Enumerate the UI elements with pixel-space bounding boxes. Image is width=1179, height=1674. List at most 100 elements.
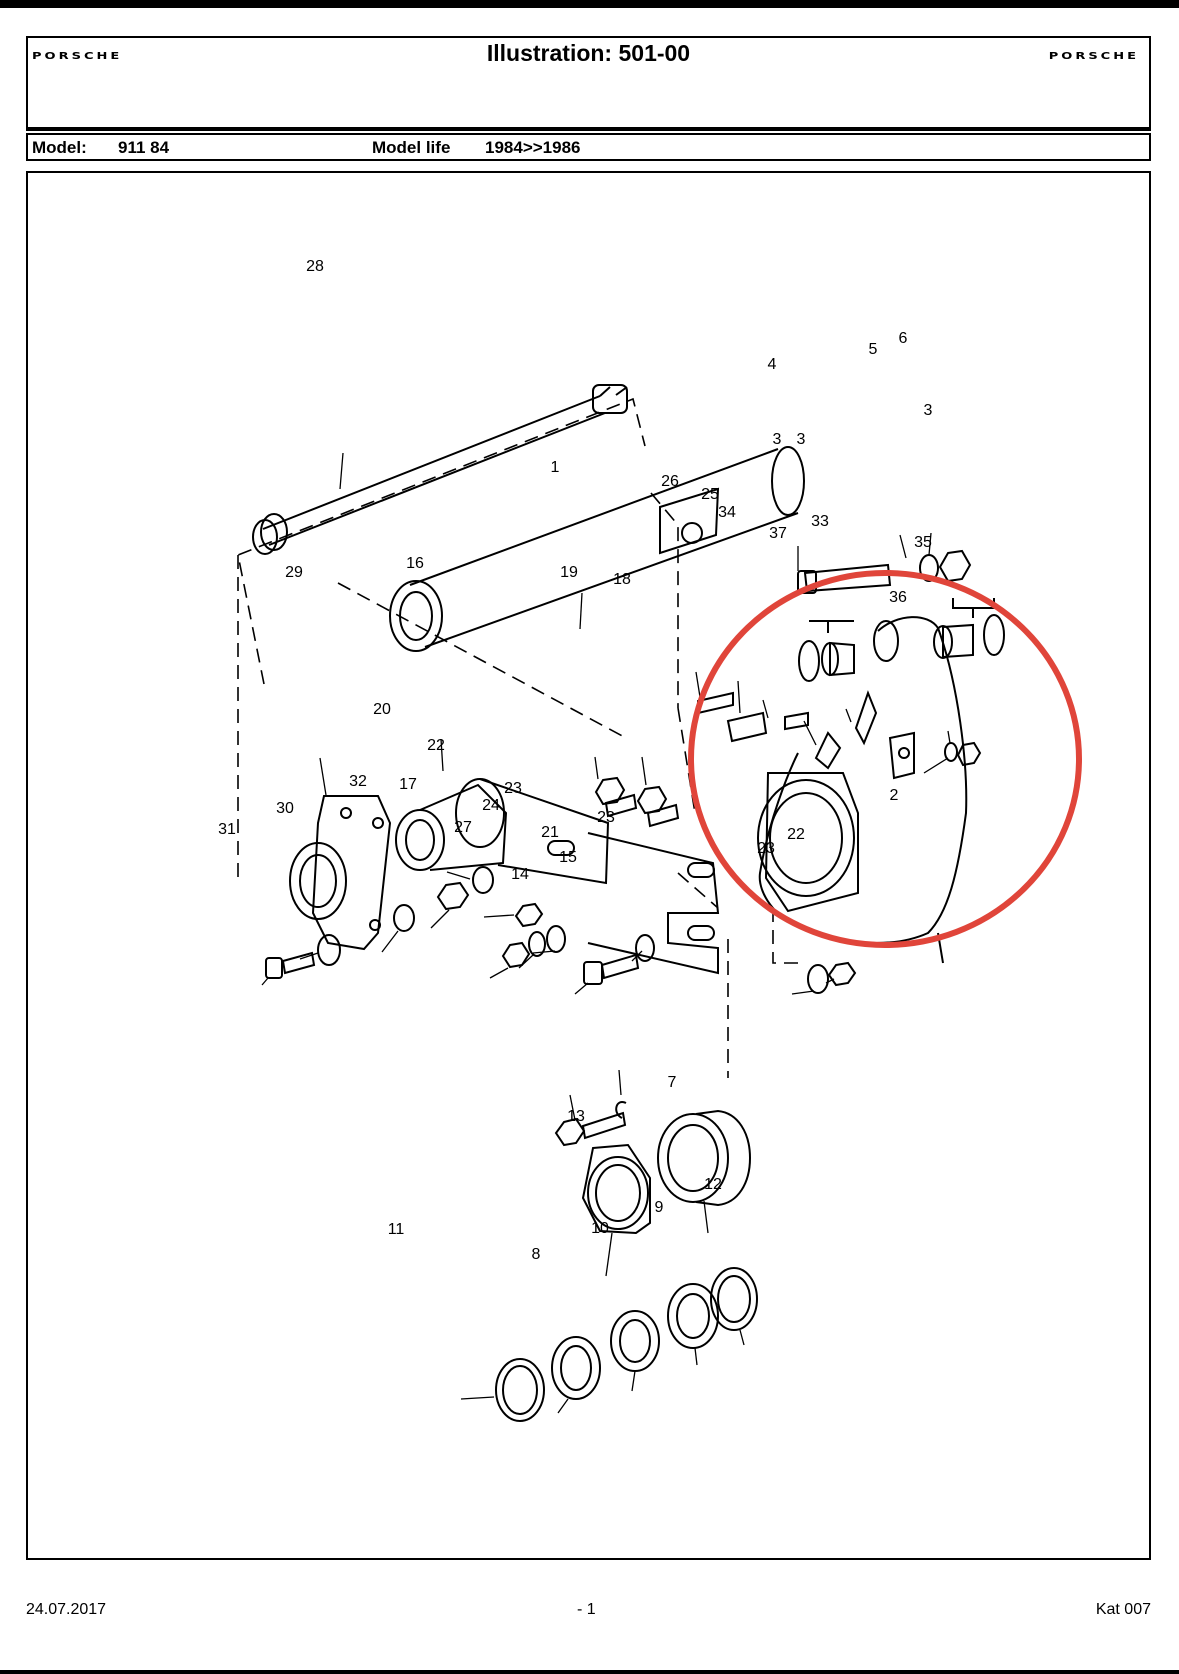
callout-4: 4 (768, 356, 777, 373)
part-23b-washer (635, 934, 655, 962)
model-life-label: Model life (372, 138, 451, 157)
part-19-bolt (604, 793, 638, 818)
part-8-bearing (551, 1336, 601, 1400)
part-11-ring (495, 1358, 545, 1422)
brand-logo-right: PORSCHE (1048, 50, 1139, 63)
callout-19: 19 (560, 564, 578, 581)
callout-31: 31 (218, 821, 236, 838)
callout-37: 37 (769, 525, 787, 542)
part-15-clip (615, 1101, 627, 1119)
part-31-bolt (281, 951, 316, 975)
part-37-clip (814, 731, 842, 770)
part-22b-nut (827, 961, 857, 987)
callout-23: 23 (504, 780, 522, 797)
callout-23: 23 (757, 840, 775, 857)
top-border (0, 0, 1179, 8)
part-23c-washer (807, 964, 829, 994)
callout-17: 17 (399, 776, 417, 793)
callout-22: 22 (787, 826, 805, 843)
callout-14: 14 (511, 866, 529, 883)
callout-33: 33 (811, 513, 829, 530)
callout-1: 1 (551, 459, 560, 476)
callout-6: 6 (899, 330, 908, 347)
header-rule (26, 127, 1151, 131)
part-12-ring (710, 1267, 758, 1331)
callout-3: 3 (797, 431, 806, 448)
part-7-bearing (657, 1109, 752, 1207)
bottom-border (0, 1670, 1179, 1674)
assembly-guide-lines (237, 397, 798, 1078)
callout-18: 18 (613, 571, 631, 588)
part-18-bolt (646, 803, 680, 828)
part-27-nut (501, 941, 531, 969)
model-value: 911 84 (118, 138, 170, 157)
callout-3: 3 (773, 431, 782, 448)
part-31-bolt-head (265, 957, 283, 979)
callout-35: 35 (914, 534, 932, 551)
part-21-bolt-head (583, 961, 603, 985)
callout-12: 12 (704, 1176, 722, 1193)
callout-8: 8 (532, 1246, 541, 1263)
callout-25: 25 (701, 486, 719, 503)
part-14-bolt (581, 1111, 627, 1140)
part-20-washer (472, 866, 494, 894)
callout-3: 3 (924, 402, 933, 419)
part-1-tube (389, 446, 805, 652)
part-33-bracket (854, 690, 878, 746)
part-2-trailing-arm (757, 616, 968, 964)
part-22-nut (514, 902, 544, 928)
callout-7: 7 (668, 1074, 677, 1091)
callout-16: 16 (406, 555, 424, 572)
page-header: PORSCHE Illustration: 501-00 PORSCHE (26, 36, 1151, 131)
page-title: Illustration: 501-00 (486, 40, 691, 66)
part-36-washer (944, 742, 958, 762)
highlight-circle (688, 570, 1082, 948)
brand-logo-left: PORSCHE (32, 50, 123, 63)
model-bar: Model: 911 84 Model life 1984>>1986 (26, 133, 1151, 161)
part-23-washer (546, 925, 566, 953)
part-18-bolt-head (636, 785, 668, 815)
callout-23: 23 (597, 809, 615, 826)
callout-5: 5 (869, 341, 878, 358)
callout-2: 2 (890, 787, 899, 804)
callout-21: 21 (541, 824, 559, 841)
callout-27: 27 (454, 819, 472, 836)
part-14-bolt-head (554, 1117, 586, 1147)
part-24-washer (528, 931, 546, 957)
part-17-nut (436, 881, 470, 911)
callout-10: 10 (591, 1220, 609, 1237)
callout-9: 9 (655, 1199, 664, 1216)
callout-11: 11 (388, 1221, 405, 1238)
part-6-nut (938, 549, 972, 583)
callout-30: 30 (276, 800, 294, 817)
footer-catalog: Kat 007 (1095, 1601, 1151, 1618)
callout-24: 24 (482, 797, 500, 814)
callout-15: 15 (559, 849, 577, 866)
leader-lines (261, 452, 951, 1414)
part-34-screw (784, 711, 809, 731)
callout-13: 13 (567, 1108, 585, 1125)
callout-22: 22 (427, 737, 445, 754)
callout-34: 34 (718, 504, 736, 521)
model-label: Model: (32, 138, 87, 157)
part-30-washer (317, 934, 341, 966)
part-9-bearing (667, 1283, 719, 1349)
callout-36: 36 (889, 589, 907, 606)
part-25-screw (726, 711, 768, 743)
callout-32: 32 (349, 773, 367, 790)
part-29-cover (289, 795, 392, 951)
part-35-nut (956, 741, 982, 767)
part-19-bolt-head (594, 776, 626, 806)
footer-page-number: - 1 (577, 1601, 596, 1618)
callout-26: 26 (661, 473, 679, 490)
callout-29: 29 (285, 564, 303, 581)
callout-20: 20 (373, 701, 391, 718)
part-3-bushings (798, 598, 1005, 682)
exploded-diagram: 2814563332625343733353629161918202217323… (218, 258, 1082, 1422)
part-13-flange (581, 1143, 651, 1235)
part-21-bolt (600, 953, 640, 980)
part-16-mount (395, 778, 720, 975)
model-life-value: 1984>>1986 (485, 138, 581, 157)
